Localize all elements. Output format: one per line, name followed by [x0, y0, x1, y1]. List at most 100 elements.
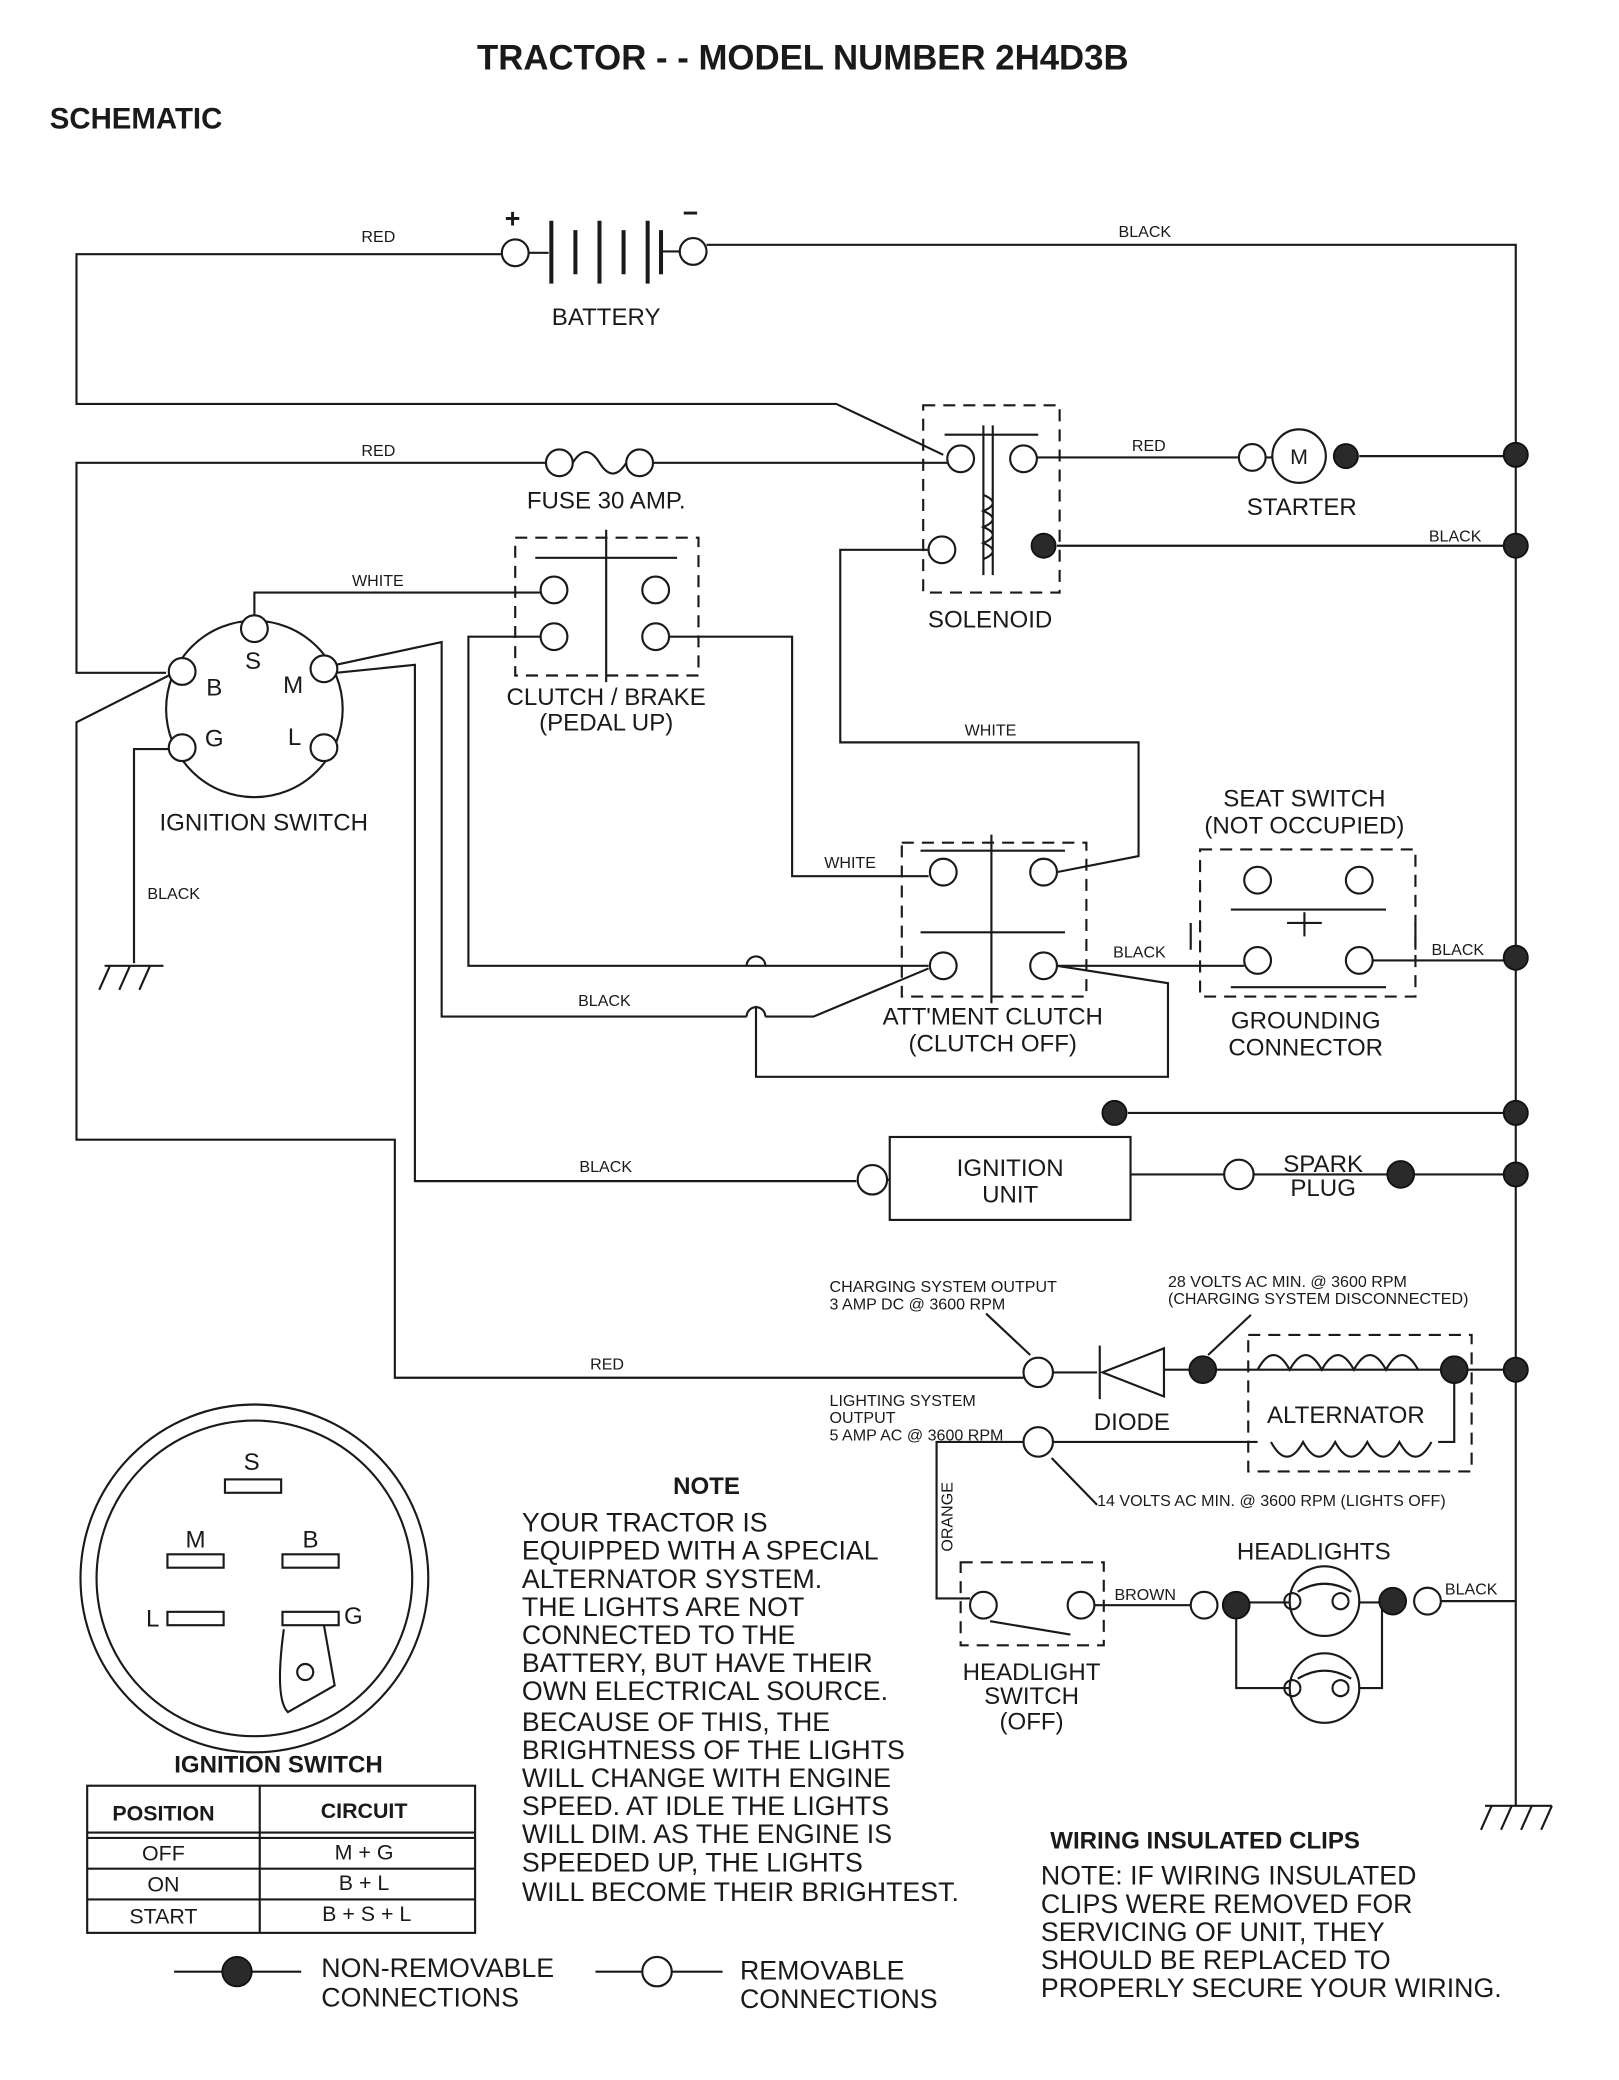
- motor-symbol: M: [1290, 445, 1308, 469]
- detail-terminal-m: M: [186, 1527, 206, 1554]
- ignition-unit-label: IGNITION: [957, 1155, 1064, 1182]
- wire-label: RED: [1132, 437, 1166, 455]
- wiring-clips-note: WIRING INSULATED CLIPS NOTE: IF WIRING I…: [1041, 1828, 1502, 2003]
- detail-terminal-g: G: [344, 1603, 363, 1630]
- clips-line: PROPERLY SECURE YOUR WIRING.: [1041, 1973, 1502, 2003]
- legend: NON-REMOVABLE CONNECTIONS REMOVABLE CONN…: [174, 1953, 938, 2014]
- legend-removable: REMOVABLE: [740, 1956, 905, 1986]
- seat-switch-state: (NOT OCCUPIED): [1204, 812, 1404, 839]
- detail-terminal-b: B: [303, 1527, 319, 1554]
- ground-symbols: [98, 964, 1553, 1831]
- note-line: YOUR TRACTOR IS: [522, 1508, 768, 1538]
- note-line: BATTERY, BUT HAVE THEIR: [522, 1648, 873, 1678]
- clips-line: SHOULD BE REPLACED TO: [1041, 1945, 1391, 1975]
- table-cell: B + S + L: [322, 1902, 411, 1926]
- detail-terminal-l: L: [146, 1606, 159, 1633]
- table-cell: START: [129, 1904, 197, 1928]
- charging-output-note: CHARGING SYSTEM OUTPUT: [830, 1278, 1058, 1296]
- table-header-circuit: CIRCUIT: [321, 1799, 408, 1823]
- volts-28-note: 28 VOLTS AC MIN. @ 3600 RPM: [1168, 1273, 1407, 1291]
- terminal-l: L: [288, 724, 301, 751]
- volts-28-note-2: (CHARGING SYSTEM DISCONNECTED): [1168, 1290, 1468, 1308]
- clips-line: SERVICING OF UNIT, THEY: [1041, 1917, 1385, 1947]
- battery-plus-label: +: [505, 203, 521, 233]
- starter-label: STARTER: [1247, 494, 1357, 521]
- lighting-output-note-2: OUTPUT: [830, 1409, 896, 1427]
- wire-label: WHITE: [965, 722, 1017, 740]
- terminal-s: S: [245, 648, 261, 675]
- spark-plug-label: SPARK: [1283, 1151, 1363, 1178]
- note-line: THE LIGHTS ARE NOT: [522, 1592, 804, 1622]
- terminal-b: B: [206, 675, 222, 702]
- battery-label: BATTERY: [552, 304, 661, 331]
- note-line: ALTERNATOR SYSTEM.: [522, 1564, 822, 1594]
- lighting-output-note-3: 5 AMP AC @ 3600 RPM: [830, 1427, 1004, 1445]
- wires: [75, 243, 1517, 1806]
- wire-label: BLACK: [147, 885, 200, 903]
- alternator-note: NOTE YOUR TRACTOR IS EQUIPPED WITH A SPE…: [522, 1473, 959, 1907]
- clips-line: NOTE: IF WIRING INSULATED: [1041, 1861, 1417, 1891]
- charging-system: DIODE ALTERNATOR CHARGING SYSTEM OUTPUT …: [830, 1273, 1529, 1510]
- note-line: WILL BECOME THEIR BRIGHTEST.: [522, 1877, 959, 1907]
- battery-minus-label: −: [683, 198, 699, 228]
- clutch-brake-label: CLUTCH / BRAKE: [507, 684, 706, 711]
- wire-label: BLACK: [1118, 223, 1171, 241]
- table-cell: ON: [147, 1872, 179, 1896]
- wire-label: BLACK: [1431, 941, 1484, 959]
- note-line: WILL DIM. AS THE ENGINE IS: [522, 1819, 892, 1849]
- note-line: BECAUSE OF THIS, THE: [522, 1707, 830, 1737]
- clutch-brake-switch: CLUTCH / BRAKE (PEDAL UP): [507, 529, 706, 736]
- grounding-connector-label-2: CONNECTOR: [1228, 1034, 1383, 1061]
- note-line: WILL CHANGE WITH ENGINE: [522, 1763, 891, 1793]
- note-heading: NOTE: [673, 1473, 740, 1500]
- detail-terminal-s: S: [244, 1449, 260, 1476]
- clips-line: CLIPS WERE REMOVED FOR: [1041, 1889, 1413, 1919]
- headlight-switch-label-2: SWITCH: [984, 1683, 1079, 1710]
- fuse-label: FUSE 30 AMP.: [527, 487, 686, 514]
- ignition-switch-table-title: IGNITION SWITCH: [174, 1751, 383, 1778]
- fuse: FUSE 30 AMP.: [527, 448, 686, 514]
- page-title: TRACTOR - - MODEL NUMBER 2H4D3B: [477, 40, 1129, 78]
- attment-clutch-label: ATT'MENT CLUTCH: [883, 1004, 1103, 1031]
- terminal-g: G: [205, 725, 224, 752]
- wire-label: BLACK: [579, 1158, 632, 1176]
- clutch-brake-state: (PEDAL UP): [539, 709, 673, 736]
- legend-non-removable: NON-REMOVABLE: [321, 1953, 554, 1983]
- ignition-switch: S B M G L IGNITION SWITCH: [159, 614, 368, 837]
- note-line: CONNECTED TO THE: [522, 1620, 795, 1650]
- lighting-output-note: LIGHTING SYSTEM: [830, 1392, 976, 1410]
- ignition-unit-label-2: UNIT: [982, 1182, 1038, 1209]
- legend-removable-2: CONNECTIONS: [740, 1984, 938, 2014]
- solenoid-label: SOLENOID: [928, 606, 1052, 633]
- wire-label: BROWN: [1114, 1586, 1176, 1604]
- table-cell: OFF: [142, 1842, 185, 1866]
- legend-non-removable-2: CONNECTIONS: [321, 1982, 519, 2012]
- ignition-unit: IGNITION UNIT SPARK PLUG: [856, 1099, 1529, 1221]
- starter: M STARTER: [1237, 428, 1529, 559]
- seat-switch: SEAT SWITCH (NOT OCCUPIED) GROUNDING CON…: [1189, 786, 1529, 1061]
- section-heading: SCHEMATIC: [50, 102, 223, 135]
- table-cell: M + G: [335, 1840, 394, 1864]
- orange-wire-label: ORANGE: [939, 1482, 957, 1552]
- battery: + − BATTERY: [500, 198, 708, 331]
- wire-label: BLACK: [1445, 1580, 1498, 1598]
- wire-label: RED: [590, 1356, 624, 1374]
- note-line: SPEEDED UP, THE LIGHTS: [522, 1847, 863, 1877]
- note-line: BRIGHTNESS OF THE LIGHTS: [522, 1735, 905, 1765]
- note-line: SPEED. AT IDLE THE LIGHTS: [522, 1791, 889, 1821]
- grounding-connector-label: GROUNDING: [1231, 1008, 1381, 1035]
- wire-label: RED: [361, 442, 395, 460]
- headlights-label: HEADLIGHTS: [1237, 1539, 1391, 1566]
- clips-heading: WIRING INSULATED CLIPS: [1050, 1828, 1360, 1855]
- seat-switch-label: SEAT SWITCH: [1223, 786, 1385, 813]
- solenoid: SOLENOID: [922, 404, 1061, 633]
- alternator-label: ALTERNATOR: [1267, 1402, 1425, 1429]
- note-line: EQUIPPED WITH A SPECIAL: [522, 1536, 879, 1566]
- wire-labels: RED BLACK RED RED BLACK WHITE WHITE WHIT…: [147, 223, 1497, 1604]
- ignition-switch-label: IGNITION SWITCH: [159, 810, 368, 837]
- headlight-circuit: ORANGE HEADLIGHT SWITCH (OFF) HEADLIGHTS: [939, 1482, 1442, 1736]
- table-cell: B + L: [339, 1871, 390, 1895]
- charging-output-note-2: 3 AMP DC @ 3600 RPM: [830, 1296, 1006, 1314]
- table-header-position: POSITION: [112, 1802, 214, 1826]
